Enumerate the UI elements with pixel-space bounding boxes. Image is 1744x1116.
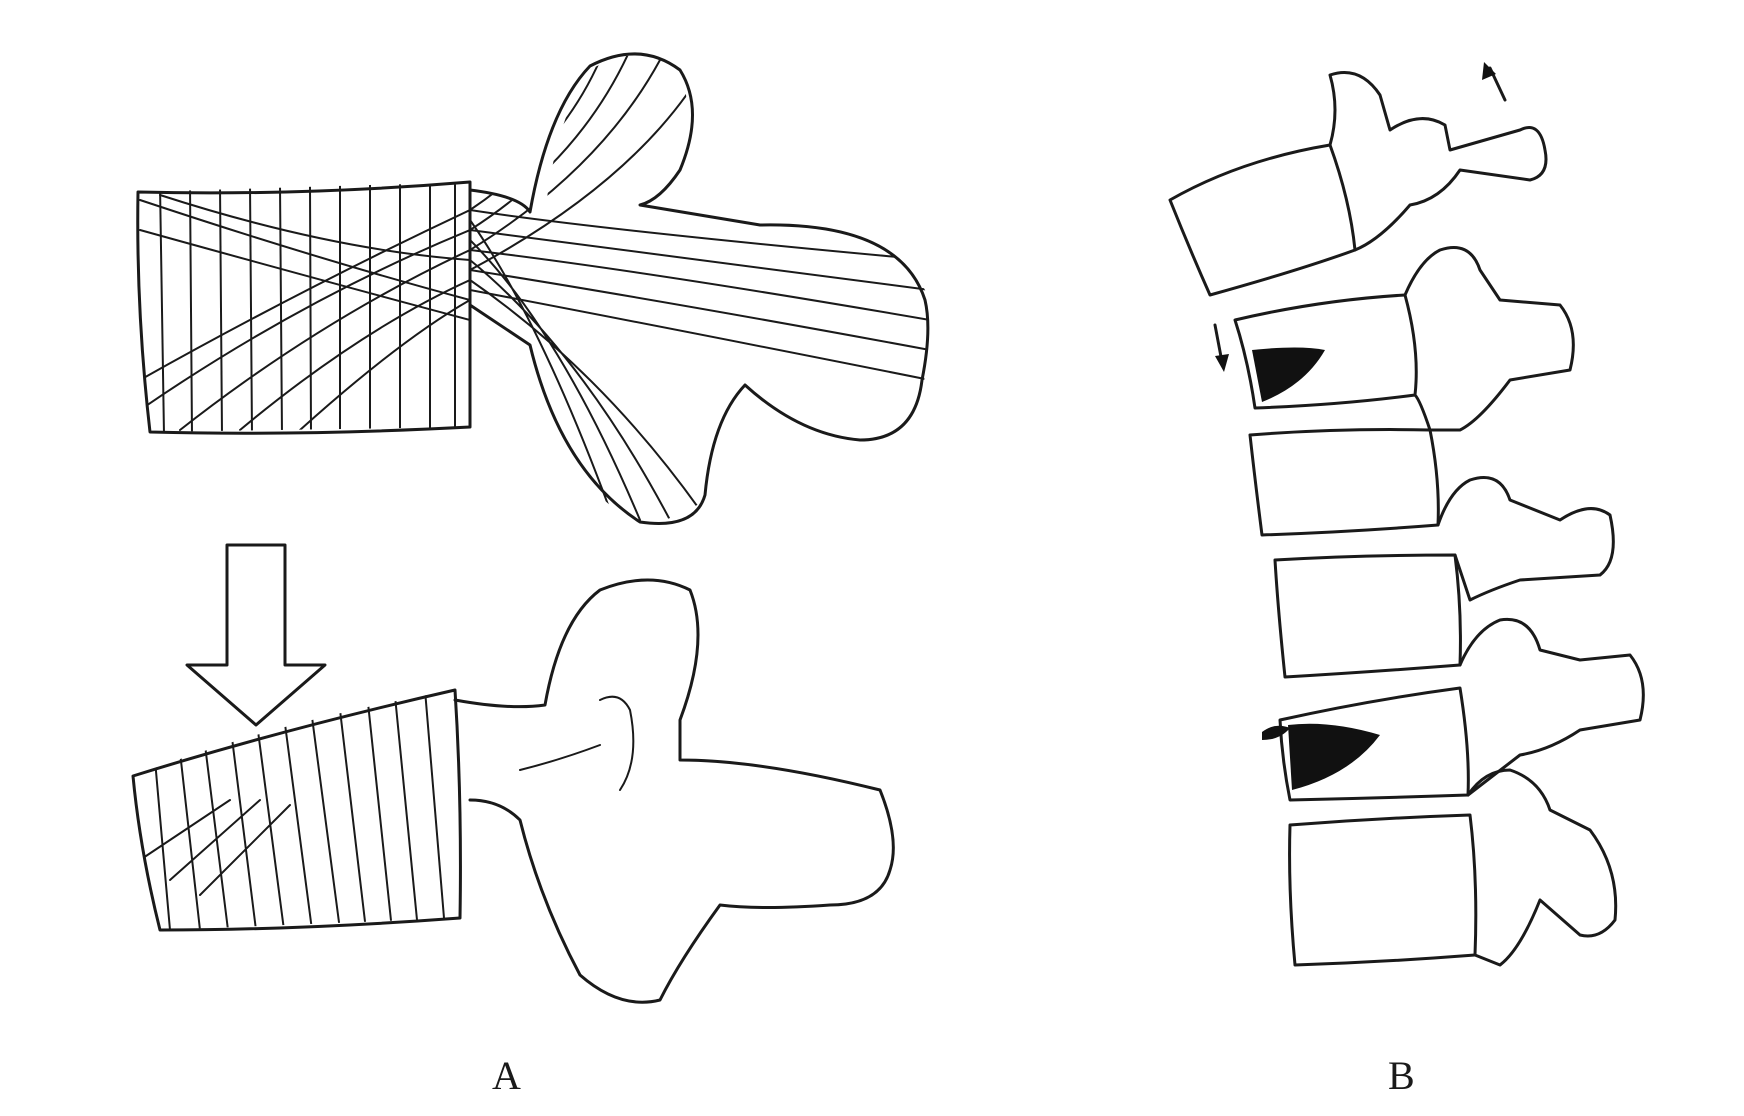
bone-fragment	[1262, 725, 1290, 740]
normal-vertebra-drawing	[136, 52, 930, 727]
vertebral-body-outline	[136, 180, 472, 435]
up-arrow-head-icon	[1482, 62, 1496, 80]
posterior-elements-3	[1436, 476, 1615, 602]
wedged-trabeculae	[139, 690, 446, 930]
panel-label-a: A	[492, 1053, 521, 1098]
vertebra-5-shadow	[1288, 723, 1380, 790]
wedged-vertebra-drawing	[131, 578, 895, 1004]
panel-label-b: B	[1388, 1053, 1415, 1098]
down-arrow-head-icon	[1215, 354, 1229, 372]
wedged-arch-outline	[453, 578, 895, 1004]
posterior-arch-outline	[468, 52, 930, 525]
posterior-elements-5	[1466, 768, 1618, 967]
vertebra-2-shadow	[1252, 347, 1325, 402]
vertebra-body-1	[1168, 143, 1357, 297]
vertebra-body-4	[1273, 553, 1462, 679]
posterior-elements-4	[1458, 617, 1645, 797]
compression-arrow-icon	[185, 543, 327, 727]
oblique-trabeculae	[139, 194, 470, 431]
wedged-body-outline	[131, 688, 462, 932]
arch-trabeculae	[470, 55, 930, 521]
posterior-elements-1	[1328, 71, 1548, 252]
facet-detail	[599, 695, 635, 791]
vertebra-body-6	[1288, 813, 1478, 967]
pedicle-detail	[519, 744, 601, 771]
vertebra-body-3	[1248, 428, 1440, 537]
posterior-elements-2	[1403, 246, 1575, 432]
lateral-spine-drawing	[1168, 62, 1645, 967]
